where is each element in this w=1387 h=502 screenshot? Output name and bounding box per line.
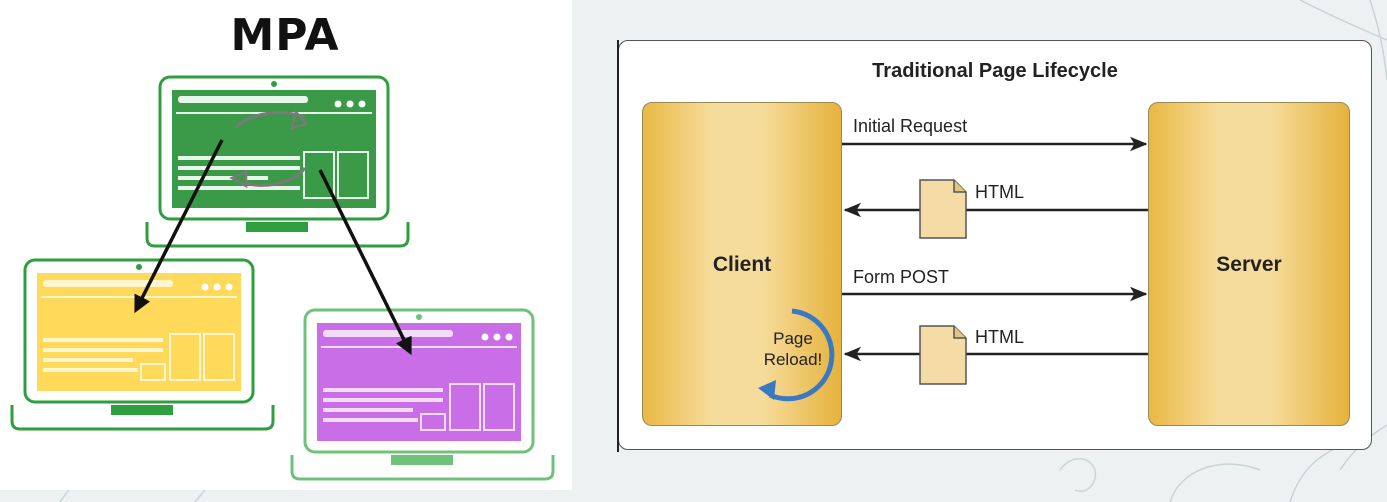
server-pillar: Server — [1148, 102, 1350, 426]
html-response-label-2: HTML — [975, 327, 1024, 347]
page-reload-line-1: Page — [773, 329, 813, 348]
page-reload-icon — [758, 308, 835, 402]
lifecycle-title: Traditional Page Lifecycle — [872, 60, 1118, 82]
laptop-bottom-left — [10, 258, 275, 431]
page-reload-line-2: Reload! — [763, 350, 823, 369]
html-response-label-1: HTML — [975, 182, 1024, 202]
client-label: Client — [712, 253, 772, 276]
arrow-to-purple-page — [318, 169, 412, 356]
laptop-bottom-right — [290, 308, 555, 481]
initial-request-label: Initial Request — [853, 116, 968, 136]
client-pillar: Client — [642, 102, 842, 426]
arrow-to-yellow-page — [134, 139, 224, 314]
html-document-icon-1 — [919, 179, 967, 239]
laptop-top — [145, 75, 410, 248]
mpa-title: MPA — [230, 10, 340, 61]
html-document-icon-2 — [919, 325, 967, 385]
mpa-illustration — [10, 75, 555, 481]
server-label: Server — [1216, 253, 1282, 276]
frame-left-rule — [617, 40, 619, 452]
form-post-label: Form POST — [853, 267, 950, 287]
page-reload-label: Page Reload! — [750, 328, 836, 370]
